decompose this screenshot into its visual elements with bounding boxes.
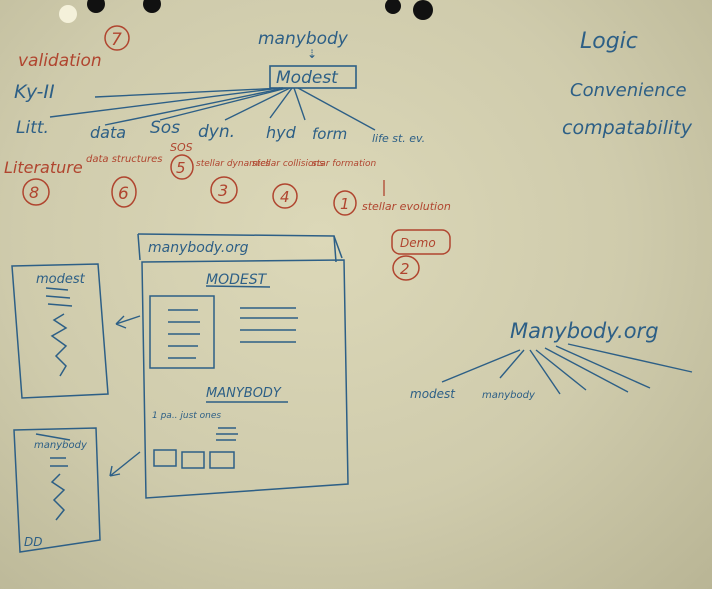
branch-data-num: 6 [118,184,129,204]
branch-dyn-label: dyn. [198,122,235,142]
validation-num-circle [104,25,130,51]
note-compatability: compatability [562,117,693,139]
branch-life-red: stellar evolution [362,200,451,213]
tree-child-modest: modest [410,387,456,401]
branch-lit-red: Literature [4,158,83,177]
left-page-manybody [13,427,101,553]
branch-hyd-label: hyd [266,123,297,142]
left-page-modest [11,263,109,399]
branch-data-label: data [90,123,126,142]
magnet-icon [413,0,433,20]
demo-box [391,229,451,255]
site-row-text: 1 pa.. just ones [152,411,221,421]
tree-root-label: Manybody.org [510,319,659,343]
branch-dyn-red: stellar dynamics [196,159,270,169]
arrow-left-icon [109,315,141,477]
note-convenience: Convenience [570,80,687,101]
arrow-down-icon: ⇣ [307,47,317,61]
site-frame [137,233,349,499]
validation-num: 7 [111,30,122,50]
branch-life-label: life st. ev. [372,132,425,145]
modest-title: Modest [276,68,339,88]
left-page2-title: manybody [34,440,88,451]
manybody-title: manybody [258,29,349,49]
branch-hyd-red: stellar collisions [252,159,324,169]
branch-form-num: 1 [340,195,350,213]
branch-lines [49,87,376,131]
modest-box [269,65,357,89]
number-circles [22,154,420,281]
branch-sos-label: Sos [150,118,180,138]
site-modest-heading: MODEST [206,272,268,288]
left-page2-dd: DD [24,535,42,549]
validation-label: validation [18,51,102,71]
magnet-icon [385,0,401,14]
magnet-icon [87,0,105,13]
branch-sos-red: SOS [170,141,193,154]
branch-sos-num: 5 [176,159,186,177]
ky-label: Ky-II [14,81,55,103]
tree-lines [441,343,693,395]
site-manybody-heading: MANYBODY [206,386,282,401]
magnet-icon [143,0,161,13]
left-page1-title: modest [36,272,86,287]
demo-label: Demo [400,236,436,250]
branch-life-num: 2 [400,260,410,278]
branch-form-red: star formation [312,159,376,169]
note-logic: Logic [580,29,638,54]
branch-form-label: form [312,125,347,143]
branch-lit-num: 8 [29,183,39,202]
tree-child-manybody: manybody [482,390,536,401]
branch-hyd-num: 4 [280,188,290,206]
branch-lit-label: Litt. [16,118,49,138]
magnet-icon [59,5,77,23]
branch-data-red: data structures [86,154,163,165]
branch-dyn-num: 3 [218,181,228,200]
site-url: manybody.org [148,240,249,256]
